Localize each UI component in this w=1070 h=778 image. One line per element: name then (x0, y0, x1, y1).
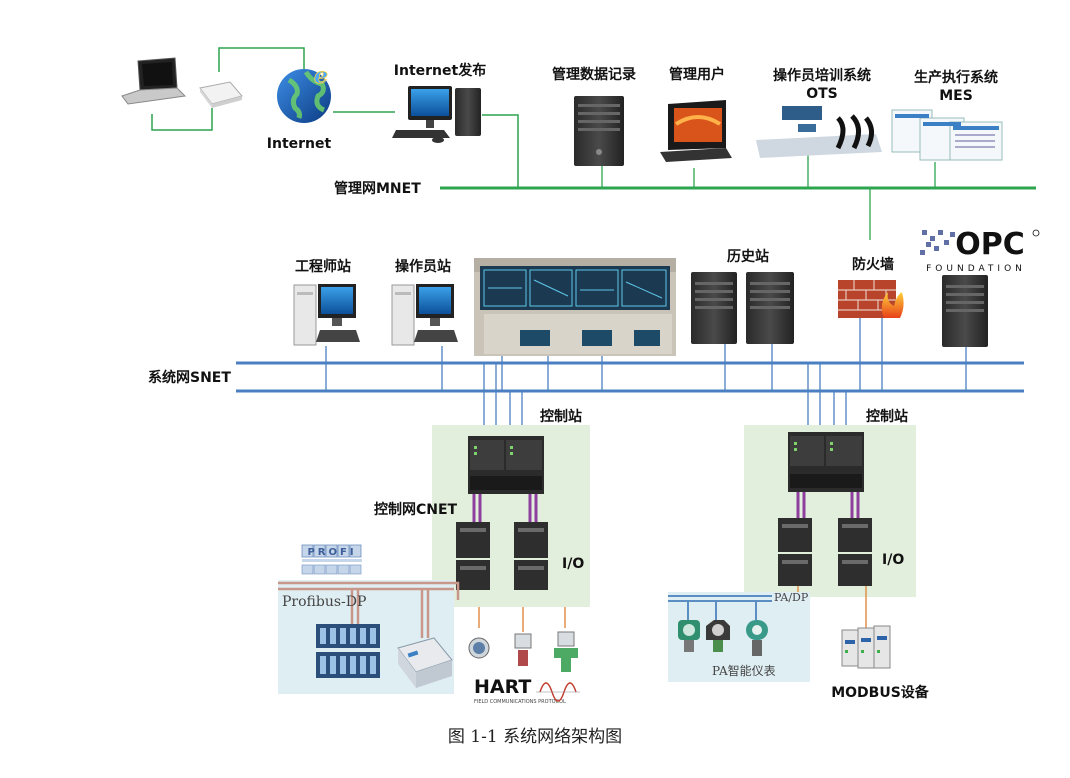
io-modules-left (456, 522, 548, 590)
pa-instrument-icons (678, 620, 768, 656)
internet-publish-label: Internet发布 (394, 62, 486, 79)
profi-logo-text: PROFI (307, 547, 356, 558)
svg-text:e: e (314, 63, 328, 89)
operator-station-label: 操作员站 (395, 258, 451, 275)
mgmt-data-record-server-icon (574, 96, 624, 166)
ots-training-room-icon (756, 106, 882, 158)
ots-label-line2: OTS (806, 86, 838, 102)
opc-logo-text: OPC (955, 227, 1025, 262)
control-station-left-label: 控制站 (540, 408, 582, 425)
io-left-label: I/O (562, 556, 584, 572)
cnet-label: 控制网CNET (374, 501, 458, 518)
mnet-drops (601, 155, 936, 240)
router-icon (199, 81, 243, 108)
hart-logo-text: HART (474, 676, 531, 698)
profibus-io-modules-icon (316, 624, 380, 678)
control-station-right-rack (788, 432, 864, 492)
history-station-label: 历史站 (727, 248, 769, 265)
modbus-devices-icon (841, 625, 891, 669)
hart-logo-subtext: FIELD COMMUNICATIONS PROTOCOL (474, 699, 566, 705)
opc-server-icon (942, 275, 988, 347)
control-station-right-label: 控制站 (866, 408, 908, 425)
mes-label-line1: 生产执行系统 (914, 69, 998, 86)
mes-label-line2: MES (939, 88, 973, 104)
profi-logo: PROFI (301, 544, 362, 575)
ots-label-line1: 操作员培训系统 (773, 67, 871, 84)
figure-caption: 图 1-1 系统网络架构图 (447, 727, 623, 747)
control-room-photo (474, 258, 676, 356)
engineer-station-computer-icon (293, 284, 360, 346)
laptop-icon (121, 57, 187, 105)
operator-station-computer-icon (391, 284, 458, 346)
profibus-bus-lines (278, 581, 460, 638)
pa-bus-lines (668, 595, 772, 620)
mes-screens-icon (891, 109, 1003, 161)
profibus-dp-label: Profibus-DP (282, 594, 366, 610)
internet-explorer-globe-icon: e (277, 63, 331, 123)
snet-drops (325, 318, 967, 430)
mgmt-user-label: 管理用户 (669, 66, 725, 83)
opc-foundation-text: FOUNDATION (926, 264, 1026, 274)
modbus-devices-label: MODBUS设备 (831, 684, 930, 701)
mnet-label: 管理网MNET (334, 180, 421, 197)
internet-links (151, 47, 519, 188)
cnet-links-left (472, 494, 538, 522)
mgmt-user-monitor-icon (660, 100, 732, 162)
hart-logo: HART FIELD COMMUNICATIONS PROTOCOL (474, 676, 580, 705)
pa-dp-label: PA/DP (774, 591, 809, 604)
snet-label: 系统网SNET (148, 369, 231, 386)
control-station-left-rack (468, 436, 544, 494)
mgmt-data-record-label: 管理数据记录 (552, 66, 636, 83)
internet-publish-computer-icon (392, 86, 481, 143)
firewall-label: 防火墙 (852, 256, 894, 273)
hart-field-links (478, 607, 566, 632)
pa-instruments-label: PA智能仪表 (712, 663, 776, 678)
history-station-servers-icon (691, 272, 794, 344)
io-right-label: I/O (882, 552, 904, 568)
io-modules-right (778, 518, 872, 586)
engineer-station-label: 工程师站 (295, 258, 351, 275)
internet-label: Internet (267, 136, 332, 152)
opc-foundation-logo: OPC FOUNDATION (920, 227, 1040, 274)
hart-transmitter-icons (468, 631, 578, 672)
cnet-links-right (796, 492, 860, 518)
firewall-icon (838, 280, 904, 318)
profibus-gateway-icon (397, 637, 453, 688)
